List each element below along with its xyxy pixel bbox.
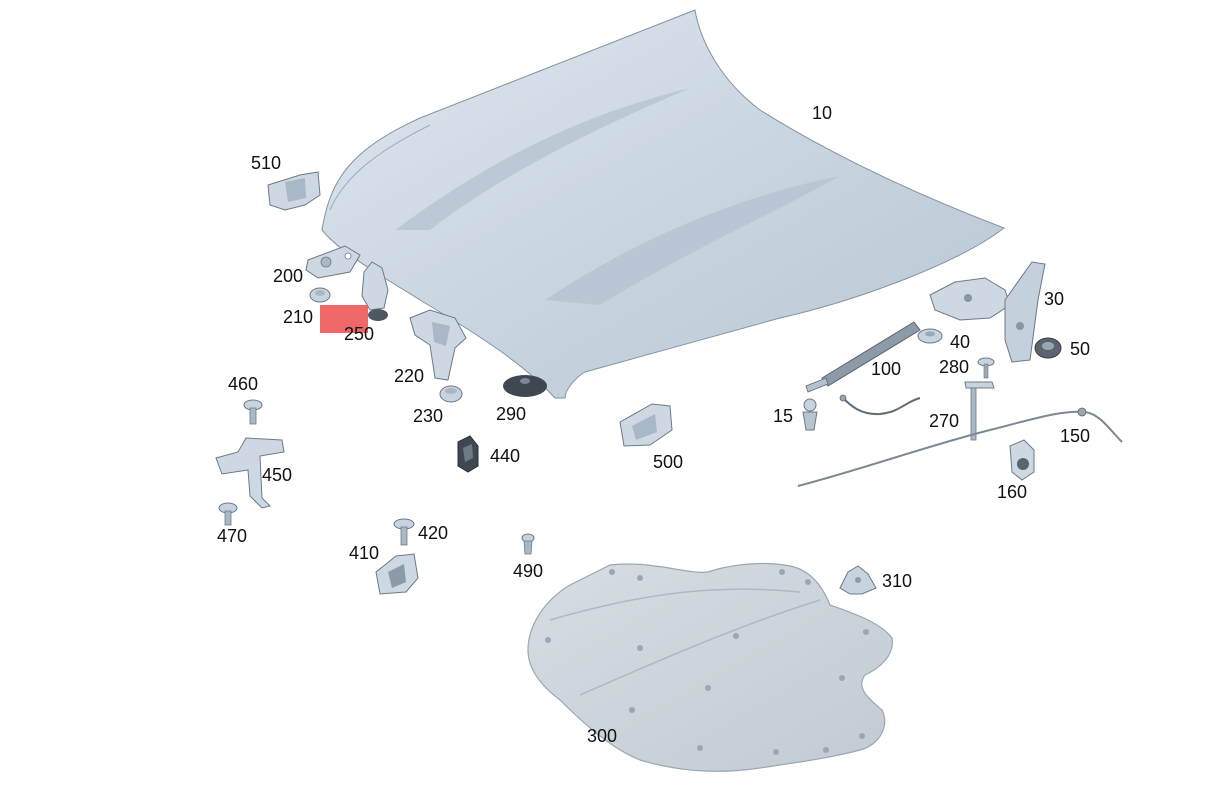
part-label-510[interactable]: 510 xyxy=(251,153,282,173)
release-cable-icon[interactable] xyxy=(797,394,1123,487)
part-label-290[interactable]: 290 xyxy=(496,404,527,424)
bolt-icon[interactable] xyxy=(393,518,415,546)
clip-icon[interactable] xyxy=(457,435,479,473)
highlight-marker xyxy=(320,305,368,333)
part-label-500[interactable]: 500 xyxy=(653,452,684,472)
part-label-470[interactable]: 470 xyxy=(217,526,248,546)
part-label-420[interactable]: 420 xyxy=(418,523,449,543)
adjustable-stop-icon[interactable] xyxy=(361,261,389,321)
hood-latch-icon[interactable] xyxy=(375,553,419,595)
bracket-icon[interactable] xyxy=(619,403,673,447)
part-label-450[interactable]: 450 xyxy=(262,465,293,485)
part-label-490[interactable]: 490 xyxy=(513,561,544,581)
seal-cap-icon[interactable] xyxy=(503,375,547,397)
hinge-bracket-icon[interactable] xyxy=(409,309,467,381)
nut-icon[interactable] xyxy=(1034,337,1062,359)
bolt-icon[interactable] xyxy=(243,399,263,425)
cable-holder-icon[interactable] xyxy=(1009,439,1035,481)
part-label-50[interactable]: 50 xyxy=(1070,339,1091,359)
grommet-icon[interactable] xyxy=(439,385,463,403)
bracket-icon[interactable] xyxy=(267,171,321,211)
expanding-rivet-icon[interactable] xyxy=(521,533,535,555)
bolt-icon[interactable] xyxy=(218,502,238,526)
washer-icon[interactable] xyxy=(917,328,943,344)
part-label-250[interactable]: 250 xyxy=(344,324,375,344)
screw-icon[interactable] xyxy=(977,357,995,379)
hood-hinge-icon[interactable] xyxy=(929,261,1046,363)
part-label-210[interactable]: 210 xyxy=(283,307,314,327)
part-label-200[interactable]: 200 xyxy=(273,266,304,286)
part-label-100[interactable]: 100 xyxy=(871,359,902,379)
part-label-270[interactable]: 270 xyxy=(929,411,960,431)
part-label-10[interactable]: 10 xyxy=(812,103,833,123)
part-label-15[interactable]: 15 xyxy=(773,406,794,426)
part-label-150[interactable]: 150 xyxy=(1060,426,1091,446)
bracket-icon[interactable] xyxy=(215,437,285,509)
part-label-280[interactable]: 280 xyxy=(939,357,970,377)
part-label-410[interactable]: 410 xyxy=(349,543,380,563)
part-label-30[interactable]: 30 xyxy=(1044,289,1065,309)
part-label-40[interactable]: 40 xyxy=(950,332,971,352)
insulation-mat-icon[interactable] xyxy=(527,562,893,772)
rubber-buffer-icon[interactable] xyxy=(309,287,331,303)
part-label-160[interactable]: 160 xyxy=(997,482,1028,502)
striker-plate-icon[interactable] xyxy=(305,245,361,279)
fastener-clip-icon[interactable] xyxy=(839,565,877,595)
part-label-460[interactable]: 460 xyxy=(228,374,259,394)
gas-strut-icon[interactable] xyxy=(805,321,921,393)
part-label-310[interactable]: 310 xyxy=(882,571,913,591)
part-label-220[interactable]: 220 xyxy=(394,366,425,386)
part-label-440[interactable]: 440 xyxy=(490,446,521,466)
ball-stud-icon[interactable] xyxy=(802,398,818,431)
part-label-300[interactable]: 300 xyxy=(587,726,618,746)
prop-rod-icon[interactable] xyxy=(964,381,995,441)
part-label-230[interactable]: 230 xyxy=(413,406,444,426)
